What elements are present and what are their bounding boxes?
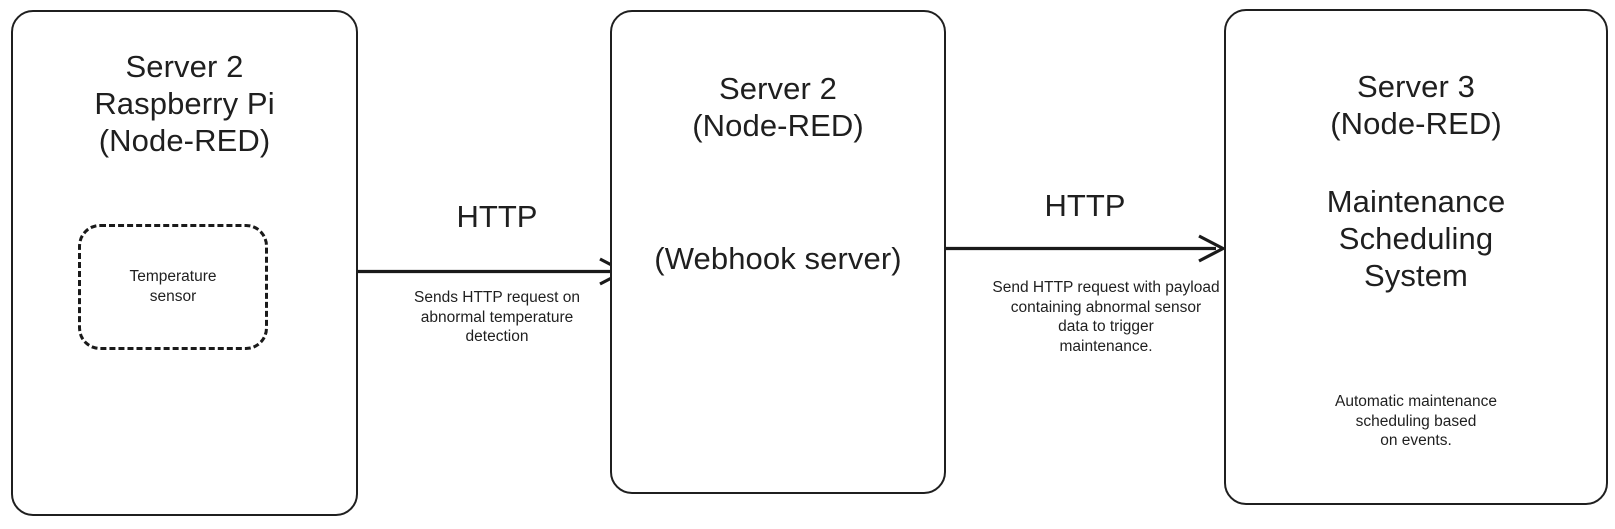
node-server3-maintenance-subtitle: Maintenance Scheduling System xyxy=(1326,184,1506,293)
node-temperature-sensor[interactable] xyxy=(78,224,268,350)
edge-pi-to-webhook-description: Sends HTTP request on abnormal temperatu… xyxy=(414,289,580,345)
edge-pi-to-webhook-protocol: HTTP xyxy=(456,199,538,234)
node-server2-webhook-title: Server 2 (Node-RED) xyxy=(692,71,864,143)
node-server2-webhook[interactable] xyxy=(610,10,946,494)
edge-webhook-to-maintenance-protocol: HTTP xyxy=(1044,188,1126,223)
node-server3-maintenance[interactable] xyxy=(1224,9,1608,505)
edge-webhook-to-maintenance-description: Send HTTP request with payload containin… xyxy=(992,279,1220,355)
node-server3-maintenance-title: Server 3 (Node-RED) xyxy=(1330,69,1502,141)
node-temperature-sensor-label: Temperature sensor xyxy=(129,268,217,305)
node-server3-maintenance-note: Automatic maintenance scheduling based o… xyxy=(1335,393,1497,449)
node-server2-raspberry-pi-title: Server 2 Raspberry Pi (Node-RED) xyxy=(94,49,275,158)
node-server2-webhook-subtitle: (Webhook server) xyxy=(654,241,902,276)
